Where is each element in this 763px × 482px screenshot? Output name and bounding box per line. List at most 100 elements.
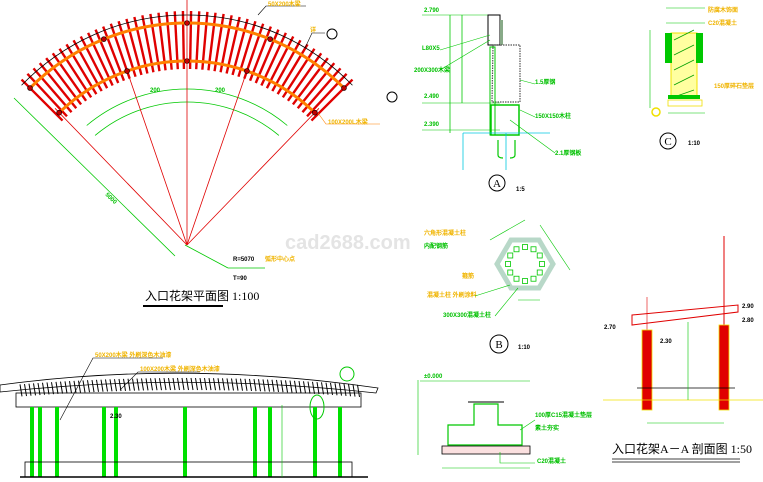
- rafter: [64, 381, 68, 394]
- rebar: [536, 269, 543, 276]
- footing: [667, 99, 703, 107]
- rafter: [51, 52, 88, 102]
- rafter: [117, 20, 137, 78]
- leader-line: [499, 452, 535, 464]
- rafter: [172, 377, 176, 391]
- leader-line: [439, 34, 491, 51]
- rafter: [301, 67, 342, 113]
- rafter: [258, 379, 261, 392]
- detail-marker: A: [493, 178, 501, 190]
- rafter: [310, 78, 354, 122]
- post: [38, 407, 42, 477]
- rafter: [231, 378, 234, 391]
- rafter: [260, 32, 287, 86]
- detail-scale: 1:10: [688, 141, 701, 147]
- rafter: [94, 29, 120, 84]
- rafter: [105, 379, 108, 392]
- rafter: [235, 378, 239, 391]
- section-a-a: 2.90 2.80 2.70 2.30 入口花架A－A 剖面图 1:50: [603, 236, 763, 463]
- rebar: [505, 261, 511, 267]
- note: 150厚碎石垫层: [714, 82, 754, 90]
- rafter: [163, 378, 167, 391]
- leader-line: [184, 244, 229, 269]
- detail-callout-icon: [326, 28, 338, 40]
- rafter: [177, 377, 180, 391]
- rafter: [60, 381, 63, 394]
- elevation-label: 2.70: [604, 325, 616, 331]
- rafter: [225, 16, 241, 74]
- rafter: [321, 382, 324, 395]
- rafter: [28, 383, 32, 396]
- column-section: [670, 32, 698, 99]
- rafter: [265, 35, 295, 89]
- rafter: [343, 383, 347, 396]
- leader-line: [59, 357, 163, 421]
- rafter: [65, 43, 98, 95]
- elevation-label: ±0.000: [424, 374, 443, 380]
- note: 箍筋: [461, 272, 474, 280]
- rebar-icon: [651, 107, 661, 117]
- post-marker: [101, 36, 107, 42]
- rafter: [24, 383, 27, 397]
- leader-line: [494, 287, 519, 317]
- hatch: [673, 29, 695, 98]
- rafter: [213, 13, 225, 72]
- rafter: [312, 381, 315, 394]
- detail-callout-icon: [386, 91, 398, 103]
- dimension-line: [489, 219, 526, 241]
- leader-line: [304, 32, 325, 49]
- leader-line: [317, 112, 380, 125]
- rebar: [513, 275, 520, 282]
- rafter: [253, 379, 257, 392]
- elevation-label: 2.30: [660, 339, 672, 345]
- rafter: [173, 11, 179, 70]
- rafter: [262, 379, 266, 392]
- rafter: [46, 382, 50, 395]
- base-platform: [24, 461, 353, 478]
- leader-line: [257, 5, 306, 16]
- detail-a: 2.790 2.490 2.390 L80X5 200X300木梁 1.5厚钢 …: [414, 8, 582, 193]
- hatch: [500, 20, 503, 45]
- post: [268, 407, 272, 477]
- rebar: [539, 261, 545, 267]
- rafter: [157, 12, 167, 71]
- rafter: [32, 67, 73, 113]
- rafter: [109, 379, 113, 392]
- rebar: [530, 275, 537, 282]
- post: [55, 407, 59, 477]
- rafter: [69, 381, 72, 394]
- radial-line: [186, 65, 250, 246]
- rafter: [249, 378, 252, 392]
- rafter: [114, 379, 117, 392]
- rafter: [248, 26, 272, 82]
- post: [102, 407, 106, 477]
- detail-callout-icon: [339, 366, 355, 382]
- rafter: [19, 384, 23, 397]
- note: 内配钢筋: [424, 242, 448, 250]
- rafter: [222, 378, 225, 391]
- rebar: [513, 246, 520, 253]
- cladding: [696, 33, 703, 63]
- rafter: [237, 20, 257, 78]
- note: 1.5厚钢: [535, 78, 555, 86]
- detail-scale: 1:5: [516, 187, 525, 193]
- anchor: [497, 140, 516, 159]
- rafter: [91, 379, 95, 393]
- note: 150X150木柱: [535, 112, 571, 120]
- note: 200X300木梁: [414, 66, 450, 74]
- note: C20混凝土: [708, 19, 737, 27]
- label-center: 弧形中心点: [265, 255, 295, 263]
- rafter: [181, 377, 185, 391]
- rebar: [507, 269, 514, 276]
- rafter: [102, 26, 126, 82]
- rafter: [226, 378, 230, 391]
- rafter: [267, 379, 270, 392]
- rafter: [51, 382, 54, 395]
- rafter: [168, 377, 171, 391]
- front-elevation: 50X200木梁 外刷深色木油漆 100X200木梁 外刷深色木油漆 2.30: [0, 351, 379, 478]
- post: [30, 407, 34, 477]
- note: 素土夯实: [534, 424, 559, 432]
- note: 混凝土柱 外刷涂料: [427, 291, 477, 299]
- rafter: [281, 48, 316, 99]
